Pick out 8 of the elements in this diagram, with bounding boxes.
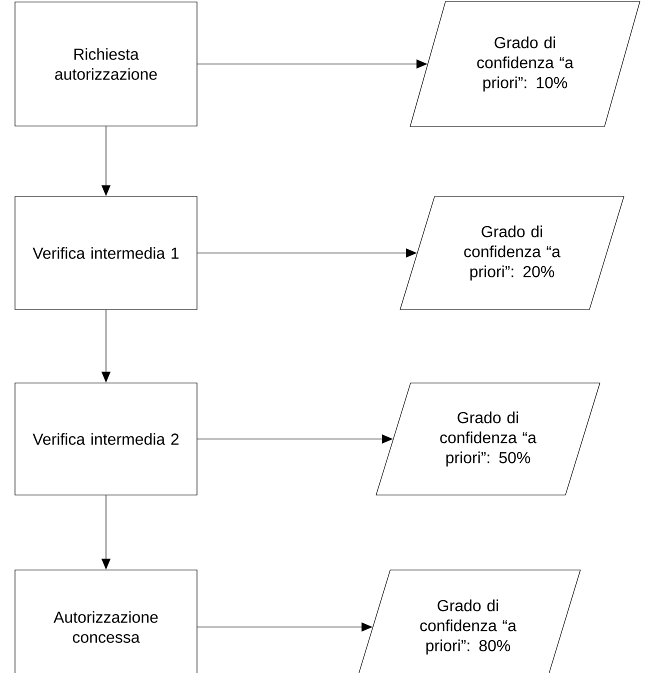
process-box: Richiesta autorizzazione [14,2,198,126]
data-parallelogram: Grado di confidenza “a priori”: 20% [400,196,624,310]
data-parallelogram: Grado di confidenza “a priori”: 10% [410,1,640,127]
process-box: Verifica intermedia 1 [14,196,198,310]
data-parallelogram: Grado di confidenza “a priori”: 50% [376,382,600,496]
process-box: Autorizzazione concessa [14,570,198,673]
data-parallelogram: Grado di confidenza “a priori”: 80% [355,570,581,673]
process-box: Verifica intermedia 2 [14,382,198,496]
